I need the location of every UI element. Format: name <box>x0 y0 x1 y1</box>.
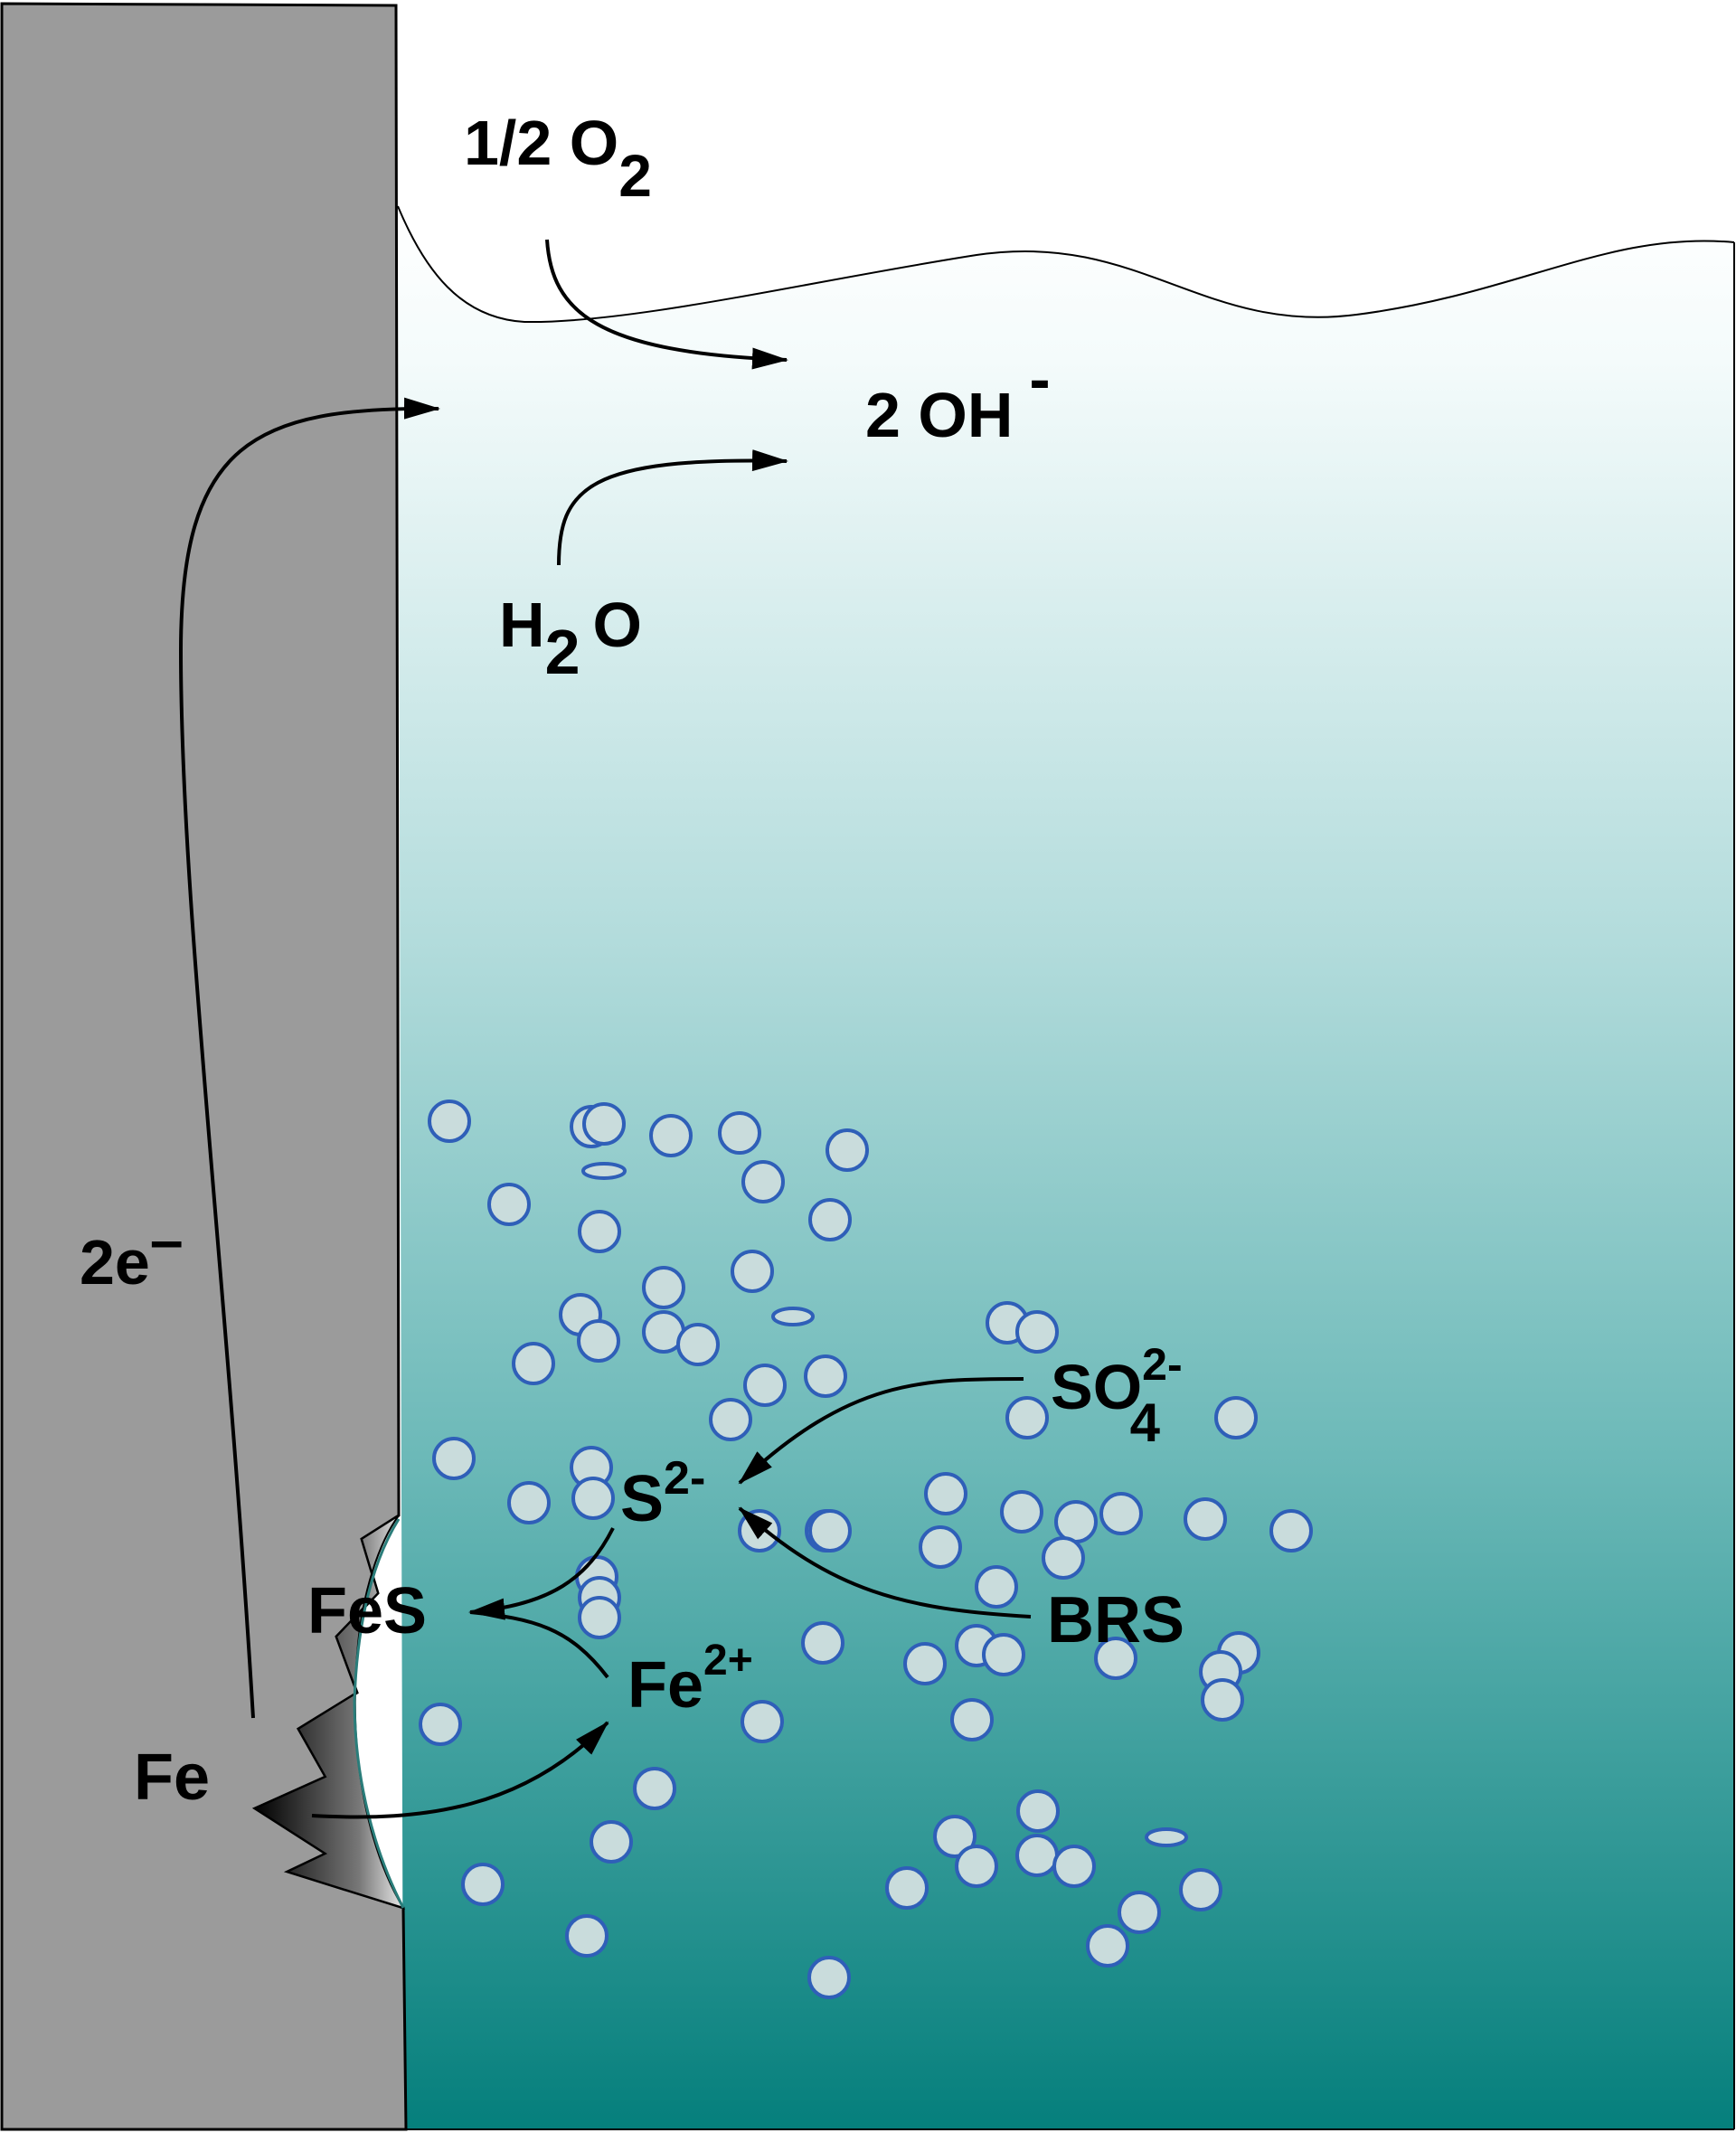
sulfate-arrow <box>738 1377 1024 1485</box>
bacteria-bubble <box>975 1565 1018 1609</box>
bacteria-bubble <box>565 1914 609 1958</box>
sulfide-label: S2- <box>620 1452 705 1535</box>
bacteria-bubble <box>741 1700 784 1743</box>
bacteria-bubble <box>676 1323 720 1366</box>
bacteria-bubble <box>649 1114 693 1157</box>
bacteria-bubble <box>1179 1868 1222 1911</box>
bacteria-bubble <box>903 1642 947 1685</box>
bacteria-bubble <box>1016 1789 1060 1833</box>
bacteria-bubble <box>461 1863 505 1906</box>
electron-flow-arrow <box>178 397 440 1719</box>
bacteria-bubble <box>955 1845 998 1888</box>
brs-arrow <box>738 1506 1032 1619</box>
bacteria-bubble <box>982 1633 1025 1676</box>
bacteria-bubble <box>709 1398 752 1441</box>
bacteria-bubble <box>1118 1891 1161 1934</box>
bacteria-bubble <box>577 1319 620 1363</box>
bacteria-bubbles <box>419 1100 1313 1999</box>
bacteria-bubble <box>432 1437 476 1480</box>
bacteria-bubble <box>1005 1396 1049 1439</box>
bacteria-bubble <box>1094 1637 1137 1680</box>
electrons-label: 2e– <box>80 1206 184 1298</box>
bacteria-bubble <box>1201 1678 1244 1722</box>
bacteria-bubble <box>428 1100 471 1143</box>
oxygen-label: 1/2 O2 <box>464 108 652 209</box>
bacteria-bubble <box>1099 1492 1143 1535</box>
bacteria-bubble <box>582 1102 626 1146</box>
bacteria-bubble <box>808 1509 852 1553</box>
bacteria-bubble <box>1054 1500 1098 1543</box>
bacteria-bubble <box>743 1364 787 1407</box>
bacteria-bubble <box>771 1307 815 1326</box>
bacteria-bubble <box>507 1481 551 1524</box>
bacteria-bubble <box>1269 1509 1313 1553</box>
bacteria-bubble <box>581 1162 627 1180</box>
bacteria-bubble <box>801 1621 844 1665</box>
bacteria-bubble <box>826 1128 869 1172</box>
sulfate-label: SO2-4 <box>1051 1339 1183 1453</box>
brs-label: BRS <box>1047 1584 1184 1656</box>
bacteria-bubble <box>512 1342 555 1385</box>
bacteria-bubble <box>590 1820 633 1864</box>
bacteria-bubble <box>578 1596 621 1639</box>
iron-dissolution-arrow <box>311 1721 609 1819</box>
bacteria-bubble <box>718 1111 761 1155</box>
bacteria-bubble <box>1214 1396 1258 1439</box>
bacteria-bubble <box>885 1866 929 1910</box>
bacteria-bubble <box>487 1183 531 1226</box>
bacteria-bubble <box>578 1210 621 1253</box>
iron-label: Fe <box>134 1741 210 1814</box>
bacteria-bubble <box>1184 1497 1227 1541</box>
bacteria-bubble <box>642 1266 685 1309</box>
hydroxide-label: 2 OH- <box>865 344 1051 450</box>
water-body <box>398 206 1734 2129</box>
iron-sulfide-label: FeS <box>307 1575 427 1647</box>
bacteria-bubble <box>1015 1834 1059 1877</box>
bacteria-bubble <box>1042 1536 1085 1580</box>
pit-surface-edge <box>353 1518 405 1909</box>
bacteria-bubble <box>919 1525 962 1569</box>
bacteria-bubble <box>1015 1310 1059 1354</box>
bacteria-bubble <box>807 1956 851 1999</box>
bacteria-bubble <box>1145 1827 1188 1847</box>
ferrous-ion-label: Fe2+ <box>627 1637 753 1722</box>
bacteria-bubble <box>1000 1490 1043 1534</box>
bacteria-bubble <box>419 1703 462 1746</box>
bacteria-bubble <box>633 1767 676 1810</box>
water-arrow <box>557 449 788 566</box>
bacteria-bubble <box>933 1815 976 1858</box>
bacteria-bubble <box>804 1354 847 1398</box>
oxygen-arrow <box>545 239 788 370</box>
bacteria-bubble <box>571 1477 615 1520</box>
water-surface <box>397 205 1735 324</box>
bacteria-bubble <box>950 1698 994 1741</box>
bacteria-bubble <box>738 1509 781 1553</box>
bacteria-bubble <box>924 1472 967 1515</box>
bacteria-bubble <box>1052 1845 1096 1888</box>
bacteria-bubble <box>1086 1924 1129 1968</box>
iron-ion-to-fes-arrow <box>469 1610 609 1679</box>
bacteria-bubble <box>741 1160 785 1203</box>
bacteria-bubble <box>731 1250 774 1293</box>
sulfide-to-fes-arrow <box>468 1527 615 1620</box>
bacteria-bubble <box>808 1198 852 1241</box>
